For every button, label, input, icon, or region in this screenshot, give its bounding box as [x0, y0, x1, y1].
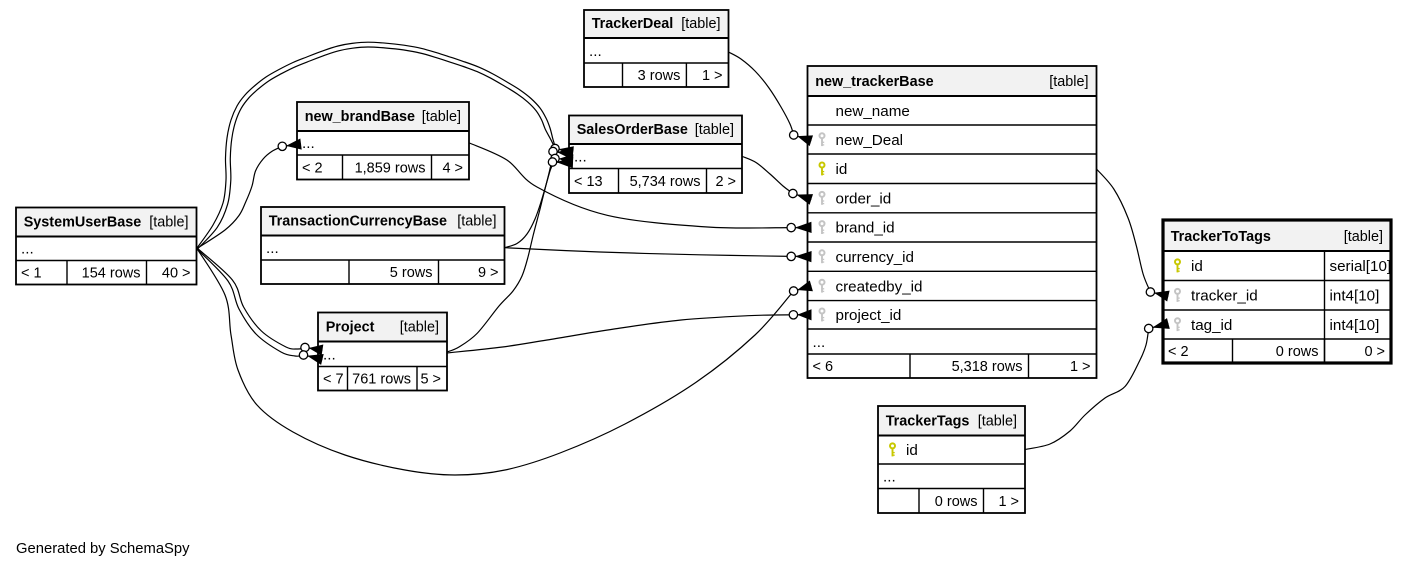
svg-text:4 >: 4 >: [442, 161, 463, 177]
svg-text:tag_id: tag_id: [1191, 317, 1232, 334]
svg-text:new_trackerBase: new_trackerBase: [815, 74, 933, 90]
svg-text:order_id: order_id: [836, 191, 892, 208]
svg-text:40 >: 40 >: [162, 266, 191, 282]
svg-text:< 13: < 13: [574, 174, 603, 190]
svg-text:TransactionCurrencyBase: TransactionCurrencyBase: [269, 214, 447, 230]
svg-text:Generated by SchemaSpy: Generated by SchemaSpy: [16, 541, 190, 557]
svg-text:new_Deal: new_Deal: [836, 132, 904, 149]
svg-text:int4[10]: int4[10]: [1330, 288, 1380, 305]
svg-text:0 rows: 0 rows: [1276, 344, 1319, 360]
svg-text:[table]: [table]: [400, 320, 439, 336]
svg-text:int4[10]: int4[10]: [1330, 317, 1380, 334]
svg-text:SystemUserBase: SystemUserBase: [24, 215, 142, 231]
svg-text:< 2: < 2: [1168, 344, 1189, 360]
svg-text:5,318 rows: 5,318 rows: [952, 359, 1023, 375]
svg-text:154 rows: 154 rows: [82, 266, 141, 282]
svg-text:5 rows: 5 rows: [390, 265, 433, 281]
svg-text:brand_id: brand_id: [836, 220, 895, 237]
svg-text:currency_id: currency_id: [836, 249, 915, 266]
svg-text:tracker_id: tracker_id: [1191, 288, 1258, 305]
svg-text:< 2: < 2: [302, 161, 323, 177]
svg-text:[table]: [table]: [457, 214, 496, 230]
svg-text:0 rows: 0 rows: [935, 494, 978, 510]
svg-text:< 6: < 6: [813, 359, 834, 375]
svg-text:...: ...: [323, 347, 336, 364]
svg-text:< 1: < 1: [21, 266, 42, 282]
svg-text:createdby_id: createdby_id: [836, 278, 923, 295]
svg-text:[table]: [table]: [978, 414, 1017, 430]
svg-text:< 7: < 7: [323, 372, 344, 388]
svg-text:1 >: 1 >: [998, 494, 1019, 510]
svg-text:serial[10]: serial[10]: [1330, 258, 1392, 275]
svg-text:1,859 rows: 1,859 rows: [355, 161, 426, 177]
svg-text:9 >: 9 >: [478, 265, 499, 281]
svg-text:...: ...: [589, 43, 602, 60]
svg-text:...: ...: [883, 469, 896, 486]
svg-text:1 >: 1 >: [1070, 359, 1091, 375]
svg-text:3 rows: 3 rows: [638, 68, 681, 84]
svg-text:...: ...: [21, 241, 34, 258]
svg-text:...: ...: [266, 240, 279, 257]
svg-text:1 >: 1 >: [702, 68, 723, 84]
svg-text:5,734 rows: 5,734 rows: [630, 174, 701, 190]
svg-text:[table]: [table]: [1344, 229, 1383, 245]
svg-text:id: id: [906, 442, 918, 459]
svg-text:new_name: new_name: [836, 103, 910, 120]
svg-text:id: id: [836, 161, 848, 178]
svg-text:project_id: project_id: [836, 307, 902, 324]
svg-text:0 >: 0 >: [1364, 344, 1385, 360]
svg-text:id: id: [1191, 258, 1203, 275]
svg-text:new_brandBase: new_brandBase: [305, 109, 415, 125]
svg-text:TrackerToTags: TrackerToTags: [1171, 229, 1271, 245]
svg-text:Project: Project: [326, 320, 375, 336]
svg-text:2 >: 2 >: [715, 174, 736, 190]
svg-text:761 rows: 761 rows: [352, 372, 411, 388]
svg-text:TrackerTags: TrackerTags: [886, 414, 970, 430]
svg-text:5 >: 5 >: [420, 372, 441, 388]
svg-text:SalesOrderBase: SalesOrderBase: [577, 122, 688, 138]
svg-text:...: ...: [302, 135, 315, 152]
svg-text:...: ...: [574, 149, 587, 166]
svg-text:...: ...: [813, 334, 826, 351]
svg-text:[table]: [table]: [149, 215, 188, 231]
svg-text:[table]: [table]: [681, 16, 720, 32]
svg-text:[table]: [table]: [422, 109, 461, 125]
svg-text:[table]: [table]: [695, 122, 734, 138]
svg-text:TrackerDeal: TrackerDeal: [592, 16, 674, 32]
svg-text:[table]: [table]: [1049, 74, 1088, 90]
